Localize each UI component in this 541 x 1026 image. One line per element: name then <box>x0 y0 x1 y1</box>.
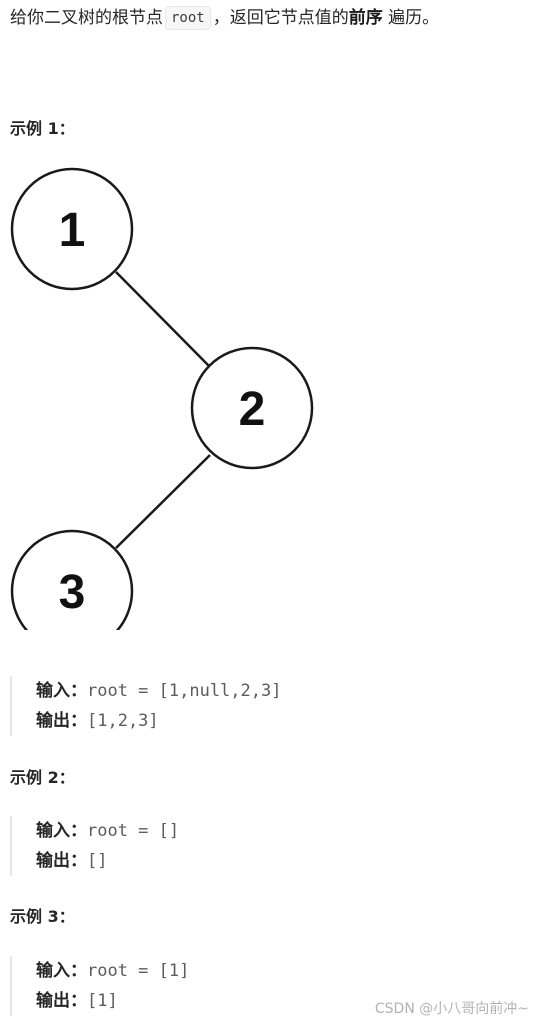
output-label: 输出： <box>36 711 87 731</box>
output-value: [] <box>87 851 108 871</box>
description-middle: ，返回它节点值的 <box>212 8 349 28</box>
tree-node-1-label: 1 <box>59 204 86 257</box>
example-2-input-line: 输入：root = [] <box>36 816 179 846</box>
example-2-output-line: 输出：[] <box>36 846 179 876</box>
tree-node-2: 2 <box>190 346 314 470</box>
example-1-title: 示例 1： <box>10 119 75 138</box>
tree-node-3: 3 <box>10 529 134 630</box>
input-label: 输入： <box>36 961 87 981</box>
example-2-title: 示例 2： <box>10 768 75 787</box>
example-3-input-line: 输入：root = [1] <box>36 956 189 986</box>
tree-node-3-label: 3 <box>59 566 86 619</box>
description-prefix: 给你二叉树的根节点 <box>10 8 163 28</box>
inline-code-root: root <box>165 6 211 30</box>
edge-2-3 <box>115 454 211 549</box>
edge-1-2 <box>115 271 211 368</box>
input-value: root = [1,null,2,3] <box>87 681 282 701</box>
example-1-io: 输入：root = [1,null,2,3] 输出：[1,2,3] <box>10 676 281 736</box>
input-value: root = [1] <box>87 961 190 981</box>
input-value: root = [] <box>87 821 180 841</box>
binary-tree-diagram: 1 2 3 <box>10 167 314 630</box>
input-label: 输入： <box>36 681 87 701</box>
output-value: [1] <box>87 991 118 1011</box>
tree-node-1: 1 <box>10 167 134 291</box>
example-2-io: 输入：root = [] 输出：[] <box>10 816 179 876</box>
description-emphasis: 前序 <box>348 8 383 28</box>
description-suffix: 遍历。 <box>388 8 440 28</box>
output-label: 输出： <box>36 851 87 871</box>
example-3-title: 示例 3： <box>10 907 75 926</box>
output-label: 输出： <box>36 991 87 1011</box>
example-3-io: 输入：root = [1] 输出：[1] <box>10 956 189 1016</box>
csdn-watermark: CSDN @小八哥向前冲~ <box>374 1001 529 1017</box>
tree-node-2-label: 2 <box>239 383 266 436</box>
example-1-output-line: 输出：[1,2,3] <box>36 706 281 736</box>
input-label: 输入： <box>36 821 87 841</box>
example-1-input-line: 输入：root = [1,null,2,3] <box>36 676 281 706</box>
example-3-output-line: 输出：[1] <box>36 986 189 1016</box>
output-value: [1,2,3] <box>87 711 159 731</box>
